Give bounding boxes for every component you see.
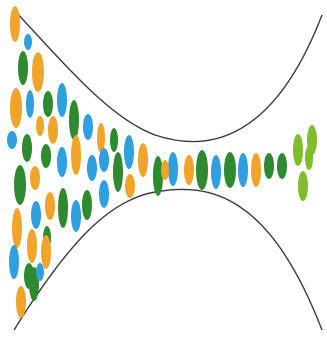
particle-18: [41, 144, 51, 168]
particle-52: [161, 160, 169, 180]
particle-11: [48, 116, 58, 144]
particle-32: [224, 152, 236, 188]
particle-10: [36, 116, 44, 136]
particle-33: [238, 153, 248, 187]
particle-30: [196, 150, 208, 190]
particle-51: [36, 263, 44, 281]
particle-44: [27, 229, 37, 263]
particle-3: [32, 52, 44, 92]
particle-2: [18, 51, 28, 85]
particle-13: [83, 114, 93, 140]
particle-0: [10, 6, 20, 42]
particle-15: [110, 128, 118, 152]
particle-39: [45, 192, 55, 220]
particle-35: [264, 153, 274, 179]
particle-38: [31, 201, 41, 229]
particle-1: [24, 34, 32, 50]
particle-21: [87, 155, 97, 181]
particle-28: [168, 152, 178, 186]
particle-6: [43, 91, 53, 117]
output-particle-3: [305, 146, 313, 170]
particle-31: [211, 155, 221, 189]
particle-46: [9, 245, 19, 279]
funnel-top-edge: [14, 10, 322, 142]
particle-22: [99, 148, 109, 172]
particle-37: [12, 208, 22, 248]
particle-26: [138, 143, 148, 177]
particle-17: [30, 166, 40, 190]
particle-4: [10, 88, 22, 128]
particle-43: [99, 180, 109, 208]
particle-27: [153, 156, 163, 196]
particle-7: [57, 83, 67, 117]
filtered-particles: [293, 125, 317, 201]
particle-40: [58, 188, 68, 228]
particle-36: [277, 153, 287, 179]
output-particle-0: [293, 134, 303, 166]
particle-49: [16, 286, 26, 318]
particle-16: [14, 165, 26, 205]
particle-34: [251, 153, 261, 187]
particle-23: [113, 152, 123, 192]
particle-29: [184, 155, 194, 185]
particle-8: [7, 131, 17, 149]
particle-42: [82, 190, 92, 220]
particle-12: [69, 100, 79, 140]
particle-24: [125, 174, 135, 198]
particle-48: [41, 235, 51, 269]
mixed-particles: [7, 6, 287, 318]
particle-20: [71, 135, 81, 175]
output-particle-2: [298, 171, 308, 201]
particle-19: [57, 147, 67, 177]
particle-41: [71, 200, 81, 232]
particle-25: [124, 135, 134, 169]
particle-5: [26, 90, 34, 118]
particle-9: [22, 134, 32, 162]
